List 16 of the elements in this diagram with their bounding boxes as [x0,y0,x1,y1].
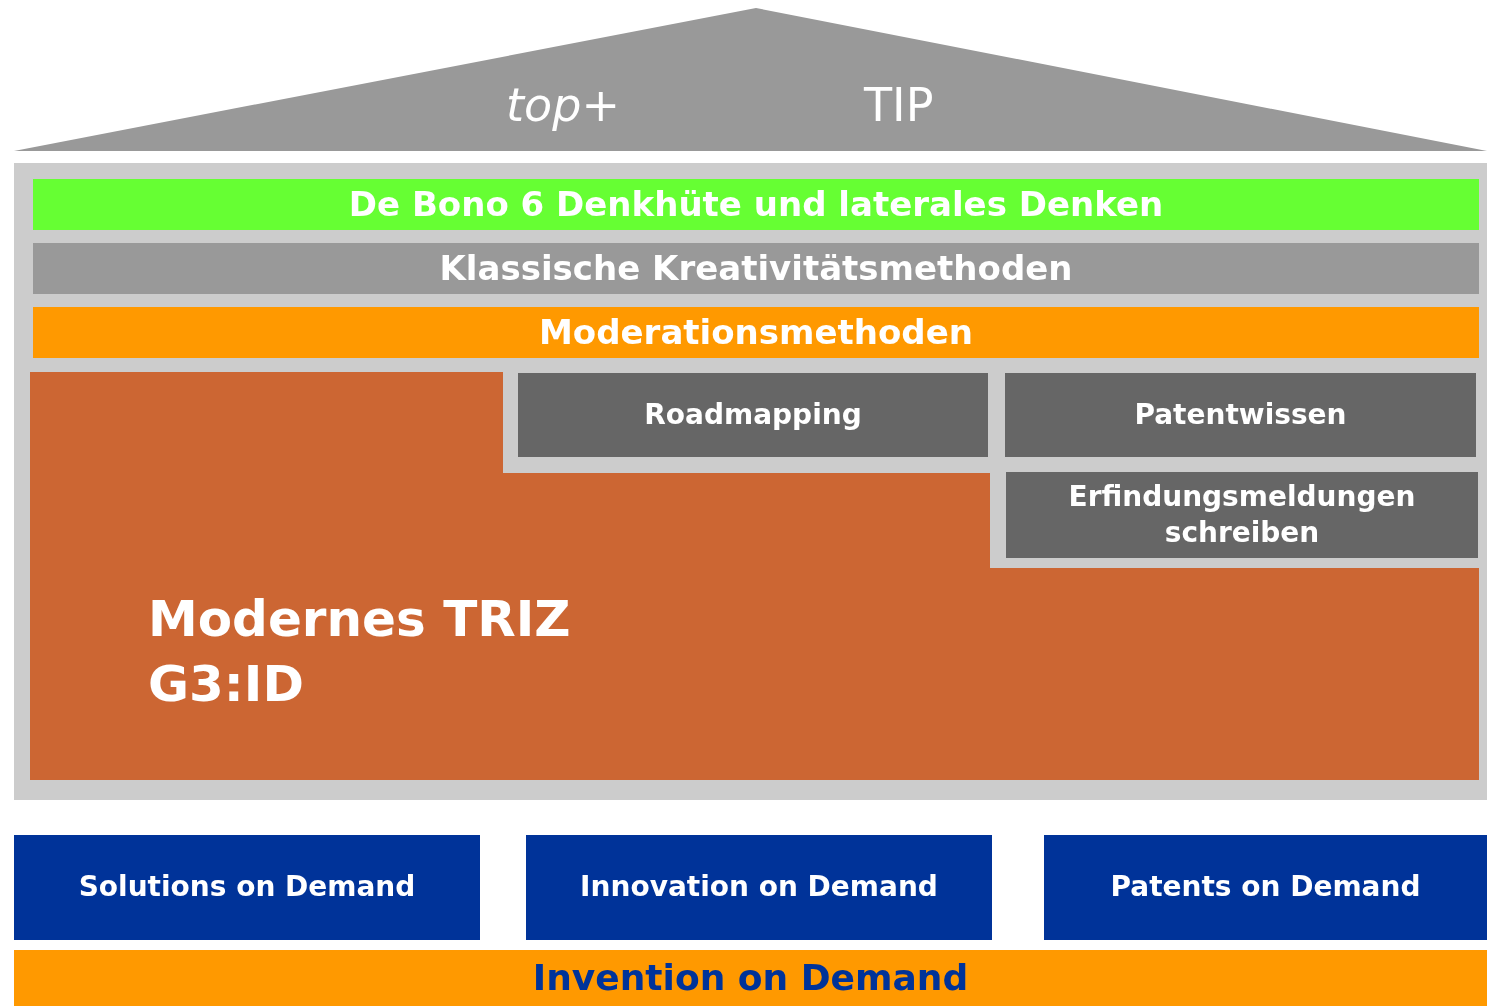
topic-box: Roadmapping [518,373,988,457]
topic-box: Patentwissen [1005,373,1476,457]
pillar-box: Solutions on Demand [14,835,480,940]
pillar-box: Innovation on Demand [526,835,992,940]
method-band: Klassische Kreativitätsmethoden [33,243,1479,294]
method-band: De Bono 6 Denkhüte und laterales Denken [33,179,1479,230]
roof-label: top+ [506,78,620,132]
foundation-band: Invention on Demand [14,950,1487,1006]
area-title: Modernes TRIZ G3:ID [148,589,572,715]
roof-triangle [14,8,1487,153]
topic-box: Erfindungsmeldungen schreiben [1006,472,1478,558]
house-body [14,163,1487,800]
pillar-box: Patents on Demand [1044,835,1487,940]
roof-label: TIP [864,78,934,132]
triz-area [30,372,1479,780]
method-band: Moderationsmethoden [33,307,1479,358]
